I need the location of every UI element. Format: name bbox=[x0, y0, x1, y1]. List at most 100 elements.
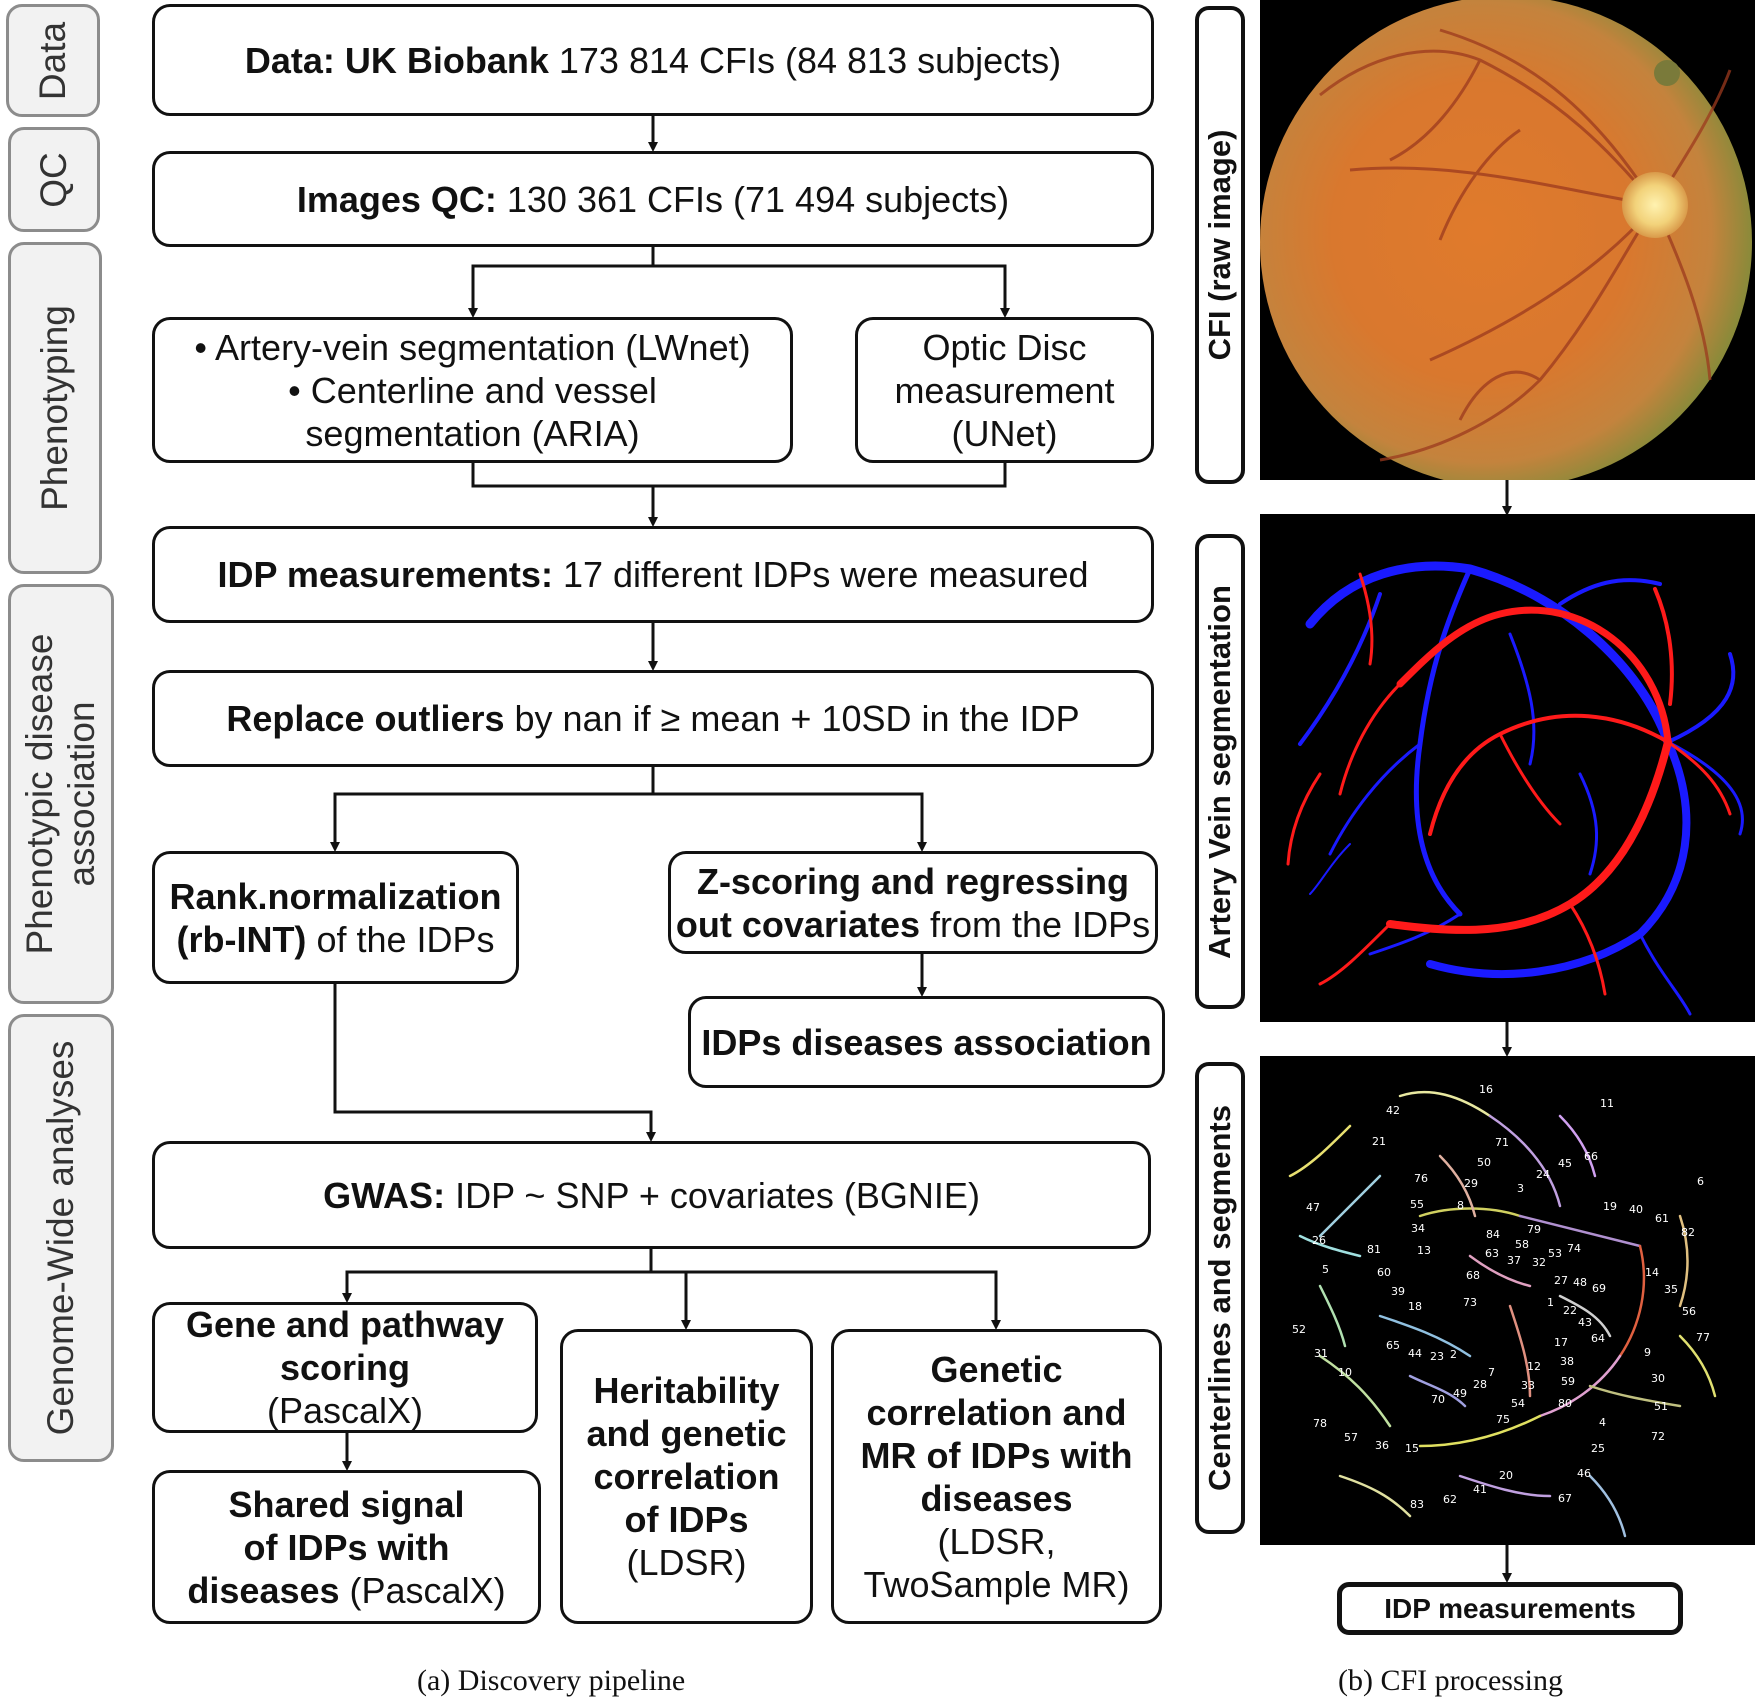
segment-number-label: 46 bbox=[1577, 1467, 1591, 1480]
shared-signal-text: Shared signal of IDPs with diseases (Pas… bbox=[187, 1483, 505, 1612]
fundus-disc bbox=[1260, 0, 1752, 480]
segment-number-label: 42 bbox=[1386, 1104, 1400, 1117]
segment-number-label: 9 bbox=[1644, 1346, 1651, 1359]
segment-number-label: 28 bbox=[1473, 1378, 1487, 1391]
segment-number-label: 17 bbox=[1554, 1336, 1568, 1349]
data-box-bold: Data: UK Biobank bbox=[244, 39, 549, 81]
segment-number-label: 1 bbox=[1547, 1296, 1554, 1309]
gwas-text: GWAS: IDP ~ SNP + covariates (BGNIE) bbox=[323, 1174, 980, 1217]
centerlines-label: Centerlines and segments bbox=[1195, 1062, 1245, 1534]
segment-number-label: 63 bbox=[1485, 1247, 1499, 1260]
qc-box-rest: 130 361 CFIs (71 494 subjects) bbox=[496, 178, 1010, 220]
replace-outliers-rest: by nan if ≥ mean + 10SD in the IDP bbox=[504, 698, 1080, 739]
idps-diseases-association-box: IDPs diseases association bbox=[688, 996, 1165, 1088]
optic-disc-line2: measurement bbox=[894, 369, 1115, 411]
segment-number-label: 58 bbox=[1515, 1238, 1529, 1251]
zscoring-box: Z-scoring and regressing out covariates … bbox=[668, 851, 1158, 954]
segment-number-label: 81 bbox=[1367, 1243, 1381, 1256]
segment-number-label: 65 bbox=[1386, 1339, 1400, 1352]
segment-number-label: 16 bbox=[1479, 1083, 1493, 1096]
segment-number-label: 13 bbox=[1417, 1244, 1431, 1257]
gene-pathway-bold1: Gene and pathway bbox=[185, 1304, 505, 1345]
heritability-bold2: and genetic bbox=[586, 1413, 787, 1454]
segment-number-label: 76 bbox=[1414, 1172, 1428, 1185]
segment-number-label: 61 bbox=[1655, 1212, 1669, 1225]
idp-measurements-output-text: IDP measurements bbox=[1384, 1592, 1636, 1624]
segment-number-label: 57 bbox=[1344, 1431, 1358, 1444]
segment-number-label: 11 bbox=[1600, 1097, 1614, 1110]
centerlines-label-text: Centerlines and segments bbox=[1202, 1105, 1237, 1491]
segment-number-label: 10 bbox=[1338, 1366, 1352, 1379]
shared-signal-line2: of IDPs with bbox=[187, 1526, 505, 1569]
segment-number-label: 45 bbox=[1558, 1157, 1572, 1170]
rank-normalization-bold2: (rb-INT) bbox=[176, 918, 307, 960]
artery-vein-line3: segmentation (ARIA) bbox=[305, 412, 640, 454]
segment-number-label: 32 bbox=[1532, 1256, 1546, 1269]
shared-signal-rest3: (PascalX) bbox=[339, 1569, 506, 1611]
segment-number-label: 2 bbox=[1450, 1348, 1457, 1361]
rank-normalization-text: Rank.normalization (rb-INT) of the IDPs bbox=[169, 875, 501, 961]
stage-label-qc: QC bbox=[8, 127, 100, 232]
segment-number-label: 55 bbox=[1410, 1198, 1424, 1211]
segment-number-label: 56 bbox=[1682, 1305, 1696, 1318]
segment-number-label: 44 bbox=[1408, 1347, 1422, 1360]
segment-number-label: 83 bbox=[1410, 1498, 1424, 1511]
segment-number-label: 21 bbox=[1372, 1135, 1386, 1148]
heritability-line1: Heritability bbox=[586, 1369, 786, 1412]
segment-number-label: 25 bbox=[1591, 1442, 1605, 1455]
segment-number-label: 33 bbox=[1521, 1379, 1535, 1392]
gwas-rest: IDP ~ SNP + covariates (BGNIE) bbox=[445, 1174, 980, 1216]
segment-number-labels: 1234567891011121314151617181920212223242… bbox=[1292, 1083, 1710, 1511]
caption-discovery-pipeline: (a) Discovery pipeline bbox=[417, 1664, 685, 1698]
genetic-correlation-bold3: MR of IDPs with bbox=[860, 1434, 1133, 1476]
shared-signal-line1: Shared signal bbox=[187, 1483, 505, 1526]
artery-vein-label: Artery Vein segmentation bbox=[1195, 534, 1245, 1009]
segment-number-label: 48 bbox=[1573, 1276, 1587, 1289]
shared-signal-bold2: of IDPs with bbox=[243, 1526, 450, 1568]
qc-box-text: Images QC: 130 361 CFIs (71 494 subjects… bbox=[297, 178, 1009, 221]
segment-number-label: 73 bbox=[1463, 1296, 1477, 1309]
segment-number-label: 80 bbox=[1558, 1397, 1572, 1410]
artery-vein-box-text: • Artery-vein segmentation (LWnet) • Cen… bbox=[194, 326, 750, 455]
gene-pathway-line1: Gene and pathway bbox=[186, 1303, 504, 1346]
segment-number-label: 51 bbox=[1654, 1400, 1668, 1413]
segment-number-label: 30 bbox=[1651, 1372, 1665, 1385]
stage-label-genome-wide: Genome-Wide analyses bbox=[8, 1014, 114, 1462]
genetic-correlation-line2: correlation and bbox=[861, 1391, 1133, 1434]
replace-outliers-bold: Replace outliers bbox=[226, 698, 505, 739]
rank-normalization-box: Rank.normalization (rb-INT) of the IDPs bbox=[152, 851, 519, 984]
segment-number-label: 67 bbox=[1558, 1492, 1572, 1505]
cfi-raw-image bbox=[1260, 0, 1755, 480]
segment-number-label: 34 bbox=[1411, 1222, 1425, 1235]
segment-number-label: 41 bbox=[1473, 1483, 1487, 1496]
heritability-bold3: correlation bbox=[593, 1456, 780, 1497]
rank-normalization-line2: (rb-INT) of the IDPs bbox=[169, 918, 501, 961]
optic-disc bbox=[1622, 172, 1688, 238]
heritability-box: Heritability and genetic correlation of … bbox=[560, 1329, 813, 1624]
zscoring-text: Z-scoring and regressing out covariates … bbox=[676, 860, 1150, 946]
gwas-bold: GWAS: bbox=[323, 1174, 446, 1216]
segment-number-label: 49 bbox=[1453, 1387, 1467, 1400]
segment-number-label: 74 bbox=[1567, 1242, 1581, 1255]
artery-vein-line1: • Artery-vein segmentation (LWnet) bbox=[194, 326, 751, 368]
artery-vessels bbox=[1286, 572, 1732, 996]
segment-number-label: 12 bbox=[1527, 1360, 1541, 1373]
replace-outliers-text: Replace outliers by nan if ≥ mean + 10SD… bbox=[226, 697, 1079, 740]
caption-discovery-pipeline-text: (a) Discovery pipeline bbox=[417, 1664, 686, 1697]
optic-disc-box: Optic Disc measurement (UNet) bbox=[855, 317, 1154, 463]
segment-number-label: 15 bbox=[1405, 1442, 1419, 1455]
segment-number-label: 68 bbox=[1466, 1269, 1480, 1282]
genetic-correlation-bold2: correlation and bbox=[866, 1391, 1127, 1433]
idp-measurements-box: IDP measurements: 17 different IDPs were… bbox=[152, 526, 1154, 623]
segment-number-label: 79 bbox=[1527, 1223, 1541, 1236]
stage-label-data: Data bbox=[6, 4, 100, 117]
heritability-line5: (LDSR) bbox=[626, 1542, 747, 1583]
genetic-correlation-box: Genetic correlation and MR of IDPs with … bbox=[831, 1329, 1162, 1624]
gene-pathway-text: Gene and pathway scoring (PascalX) bbox=[186, 1303, 504, 1432]
segment-number-label: 18 bbox=[1408, 1300, 1422, 1313]
segment-number-label: 82 bbox=[1681, 1226, 1695, 1239]
artery-vein-box: • Artery-vein segmentation (LWnet) • Cen… bbox=[152, 317, 793, 463]
vein-vessels bbox=[1298, 561, 1744, 1016]
